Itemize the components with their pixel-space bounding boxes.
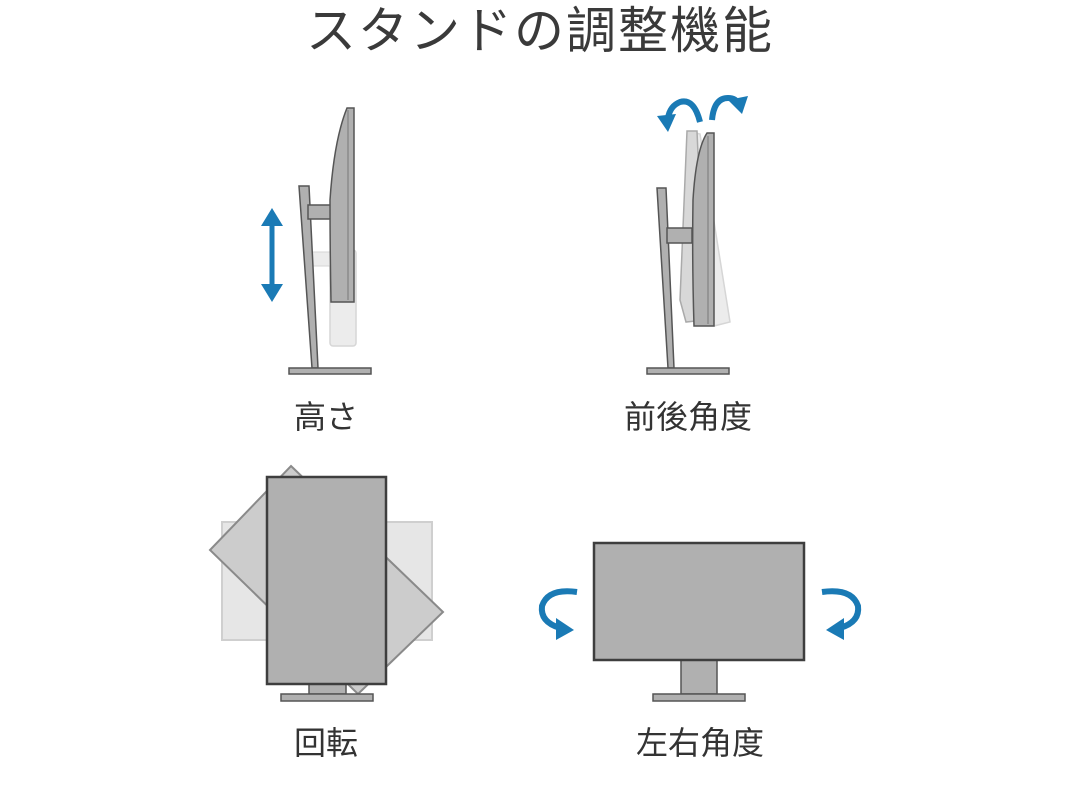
label-swivel: 左右角度: [635, 724, 764, 762]
tilt-back-arrow-icon: [657, 98, 703, 132]
tilt-adjust-illustration: [646, 94, 748, 375]
label-tilt: 前後角度: [623, 398, 752, 436]
page-title: スタンドの調整機能: [306, 2, 774, 60]
label-pivot: 回転: [293, 724, 358, 762]
height-adjust-illustration: [261, 107, 372, 375]
swivel-adjust-illustration: [538, 541, 862, 702]
swivel-right-arrow-icon: [821, 588, 862, 640]
label-height: 高さ: [293, 398, 358, 436]
up-down-arrow-icon: [261, 208, 283, 302]
pivot-rotation-illustration: [208, 464, 445, 702]
tilt-forward-arrow-icon: [709, 94, 748, 121]
swivel-left-arrow-icon: [538, 588, 578, 640]
